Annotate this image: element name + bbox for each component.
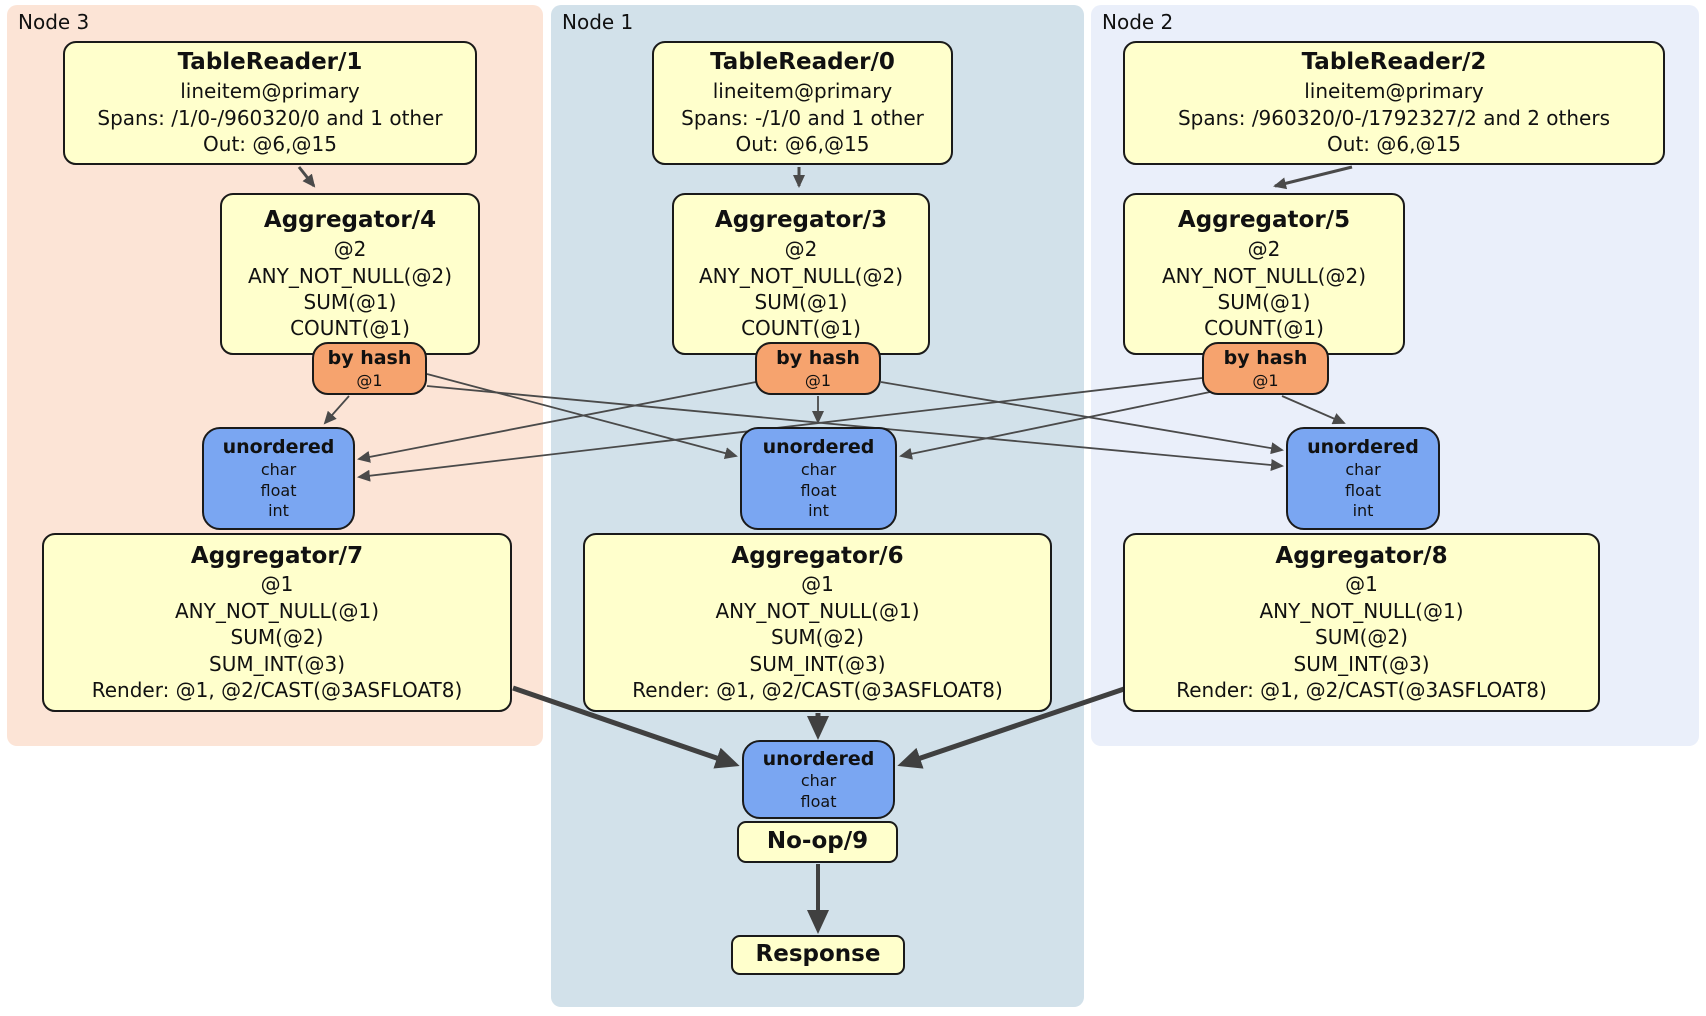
edge — [1273, 165, 1353, 190]
tablereader-0-box: TableReader/0 lineitem@primary Spans: -/… — [652, 41, 953, 165]
detail-line: @1 — [801, 572, 834, 597]
stream-type: char — [800, 460, 837, 480]
edge — [880, 381, 1284, 455]
stream-type: float — [800, 791, 837, 811]
edge — [426, 385, 1284, 471]
box-title: Aggregator/5 — [1177, 207, 1351, 234]
box-title: Aggregator/4 — [263, 207, 437, 234]
router-key: @1 — [356, 370, 383, 390]
detail-line: ANY_NOT_NULL(@1) — [715, 598, 920, 623]
noop-9-box: No-op/9 — [737, 821, 898, 863]
stream-type: char — [1345, 460, 1381, 480]
stream-type: float — [1345, 480, 1381, 500]
stream-type: char — [260, 460, 297, 480]
aggregator-8-box: Aggregator/8 @1 ANY_NOT_NULL(@1) SUM(@2)… — [1123, 533, 1600, 712]
aggregator-5-box: Aggregator/5 @2 ANY_NOT_NULL(@2) SUM(@1)… — [1123, 193, 1405, 355]
stream-title: unordered — [222, 436, 335, 459]
box-title: Aggregator/8 — [1275, 542, 1448, 569]
box-title: Aggregator/3 — [714, 207, 888, 234]
router-key: @1 — [1252, 370, 1279, 390]
stream-title: unordered — [762, 747, 875, 770]
aggregator-7-box: Aggregator/7 @1 ANY_NOT_NULL(@1) SUM(@2)… — [42, 533, 512, 712]
router-title: by hash — [327, 347, 412, 370]
byhash-router-node1: by hash @1 — [755, 342, 881, 395]
router-key: @1 — [804, 370, 832, 390]
edge — [512, 685, 740, 769]
detail-line: Render: @1, @2/CAST(@3ASFLOAT8) — [1176, 678, 1547, 703]
stream-type: char — [800, 771, 837, 791]
unordered-stream-node3: unordered char float int — [202, 427, 355, 530]
detail-line: ANY_NOT_NULL(@2) — [1162, 263, 1366, 288]
detail-line: Render: @1, @2/CAST(@3ASFLOAT8) — [632, 678, 1003, 703]
detail-line: COUNT(@1) — [741, 316, 861, 341]
stream-type: int — [808, 501, 829, 521]
detail-line: Spans: /960320/0-/1792327/2 and 2 others — [1177, 105, 1610, 130]
unordered-stream-node1: unordered char float int — [740, 427, 897, 530]
byhash-router-node3: by hash @1 — [312, 342, 427, 395]
detail-line: SUM_INT(@3) — [749, 651, 886, 676]
box-title: Aggregator/6 — [731, 542, 904, 569]
tablereader-2-box: TableReader/2 lineitem@primary Spans: /9… — [1123, 41, 1665, 165]
box-title: No-op/9 — [766, 828, 869, 855]
detail-line: ANY_NOT_NULL(@1) — [1259, 598, 1464, 623]
detail-line: ANY_NOT_NULL(@1) — [175, 598, 379, 623]
detail-line: @2 — [1247, 237, 1281, 262]
edge — [1281, 395, 1346, 425]
node1-panel-label: Node 1 — [562, 10, 634, 34]
aggregator-3-box: Aggregator/3 @2 ANY_NOT_NULL(@2) SUM(@1)… — [672, 193, 930, 355]
router-title: by hash — [1223, 347, 1308, 370]
detail-line: Spans: -/1/0 and 1 other — [681, 105, 924, 130]
stream-type: float — [800, 480, 837, 500]
stream-title: unordered — [762, 436, 875, 459]
detail-line: lineitem@primary — [180, 79, 360, 104]
detail-line: @1 — [260, 572, 294, 597]
detail-line: SUM(@2) — [771, 625, 864, 650]
edge — [357, 381, 757, 463]
detail-line: Out: @6,@15 — [735, 132, 870, 157]
detail-line: SUM(@1) — [754, 289, 848, 314]
stream-type: float — [260, 480, 297, 500]
detail-line: COUNT(@1) — [290, 316, 410, 341]
detail-line: lineitem@primary — [1304, 79, 1484, 104]
edge — [897, 685, 1128, 769]
detail-line: ANY_NOT_NULL(@2) — [248, 263, 452, 288]
detail-line: Out: @6,@15 — [1327, 132, 1461, 157]
edge — [297, 166, 316, 188]
stream-title: unordered — [1307, 436, 1419, 459]
node2-panel-label: Node 2 — [1102, 10, 1174, 34]
box-title: Response — [755, 941, 881, 968]
box-title: TableReader/1 — [177, 49, 363, 76]
detail-line: Render: @1, @2/CAST(@3ASFLOAT8) — [91, 678, 463, 703]
box-title: TableReader/2 — [1301, 49, 1487, 76]
stream-type: int — [268, 501, 289, 521]
node3-panel-label: Node 3 — [18, 10, 90, 34]
byhash-router-node2: by hash @1 — [1202, 342, 1329, 395]
unordered-stream-node2: unordered char float int — [1286, 427, 1440, 530]
detail-line: SUM(@2) — [1315, 625, 1408, 650]
detail-line: Out: @6,@15 — [203, 132, 337, 157]
detail-line: SUM(@1) — [303, 289, 397, 314]
box-title: TableReader/0 — [710, 49, 895, 76]
detail-line: ANY_NOT_NULL(@2) — [699, 263, 903, 288]
detail-line: SUM(@2) — [230, 625, 324, 650]
router-title: by hash — [776, 347, 860, 370]
aggregator-4-box: Aggregator/4 @2 ANY_NOT_NULL(@2) SUM(@1)… — [220, 193, 480, 355]
detail-line: @2 — [333, 237, 367, 262]
unordered-stream-final: unordered char float — [742, 740, 895, 819]
detail-line: lineitem@primary — [712, 79, 893, 104]
detail-line: @1 — [1345, 572, 1378, 597]
detail-line: SUM_INT(@3) — [1293, 651, 1430, 676]
detail-line: Spans: /1/0-/960320/0 and 1 other — [97, 105, 443, 130]
detail-line: COUNT(@1) — [1204, 316, 1324, 341]
edge — [899, 391, 1211, 460]
response-box: Response — [731, 935, 905, 975]
box-title: Aggregator/7 — [190, 542, 364, 569]
aggregator-6-box: Aggregator/6 @1 ANY_NOT_NULL(@1) SUM(@2)… — [583, 533, 1052, 712]
tablereader-1-box: TableReader/1 lineitem@primary Spans: /1… — [63, 41, 477, 165]
detail-line: SUM(@1) — [1217, 289, 1311, 314]
detail-line: @2 — [784, 237, 818, 262]
stream-type: int — [1352, 501, 1374, 521]
detail-line: SUM_INT(@3) — [209, 651, 345, 676]
edge — [323, 395, 350, 425]
